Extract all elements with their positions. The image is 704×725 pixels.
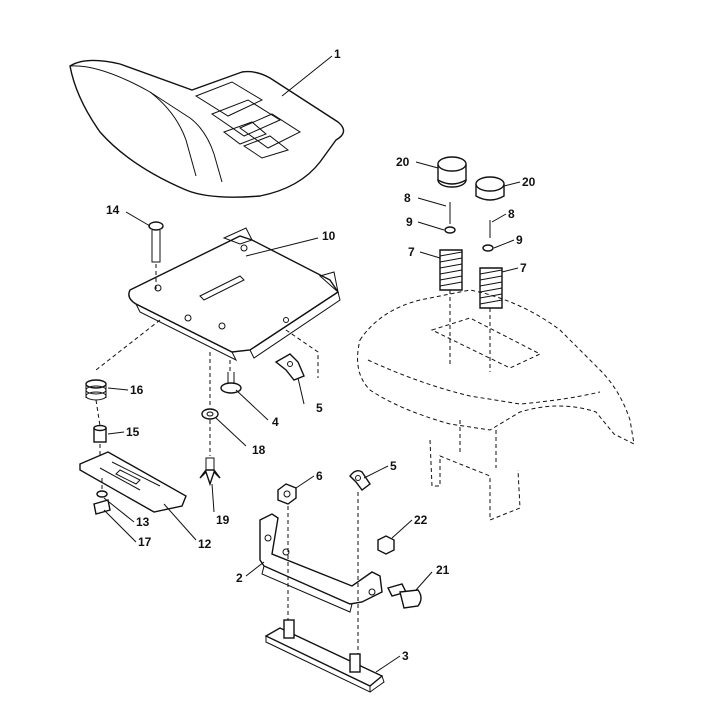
label-part-2: 2 [236,571,243,585]
label-part-12: 12 [198,537,212,551]
label-part-9-left: 9 [406,215,413,229]
label-part-3: 3 [402,649,409,663]
spring-part [85,379,107,401]
label-part-14: 14 [106,203,120,217]
label-part-5-upper: 5 [316,401,323,415]
washer-small-part-right [482,244,494,252]
label-part-20-left: 20 [396,155,410,169]
label-part-8-right: 8 [508,207,515,221]
bushing-part [93,424,107,443]
seat-part [69,59,345,198]
compression-spring-left [439,249,463,291]
label-part-18: 18 [252,443,266,457]
label-part-22: 22 [414,513,428,527]
label-part-1: 1 [334,47,341,61]
label-part-15: 15 [126,425,140,439]
label-part-4: 4 [272,415,279,429]
adjuster-rail-part [79,451,187,513]
washer-part [201,408,219,420]
carriage-bolt-part [148,221,164,263]
pivot-bolt-part [220,372,242,394]
label-part-6: 6 [316,469,323,483]
label-part-8-left: 8 [404,191,411,205]
bumper-part-left [437,156,467,188]
leader-lines [103,55,521,673]
shoulder-bolt-part [386,583,422,609]
adjust-knob-part [199,457,221,487]
bumper-part-right [475,176,505,201]
hex-nut-part [277,483,297,505]
locknut-part [377,535,395,555]
washer-small-part-left [444,226,456,234]
knob-part [93,499,111,515]
label-part-17: 17 [138,535,152,549]
mounting-plate-part [264,619,385,693]
seat-pan-part [128,227,341,362]
label-part-13: 13 [136,515,150,529]
label-part-7-left: 7 [408,245,415,259]
label-part-7-right: 7 [520,261,527,275]
assembly-lines [95,264,491,654]
label-part-5-lower: 5 [390,459,397,473]
clip-part-upper [274,353,305,381]
part-number-labels: 1 10 14 16 15 4 5 18 19 12 13 17 6 5 22 … [106,47,536,663]
label-part-9-right: 9 [516,233,523,247]
label-part-21: 21 [436,563,450,577]
pivot-bracket-part [259,513,383,613]
fender-chassis-part [357,289,635,521]
compression-spring-right [479,267,503,309]
label-part-16: 16 [130,383,144,397]
clip-part-lower [349,469,371,491]
nut-part [96,490,108,498]
label-part-10: 10 [322,229,336,243]
label-part-20-right: 20 [522,175,536,189]
label-part-19: 19 [216,513,230,527]
